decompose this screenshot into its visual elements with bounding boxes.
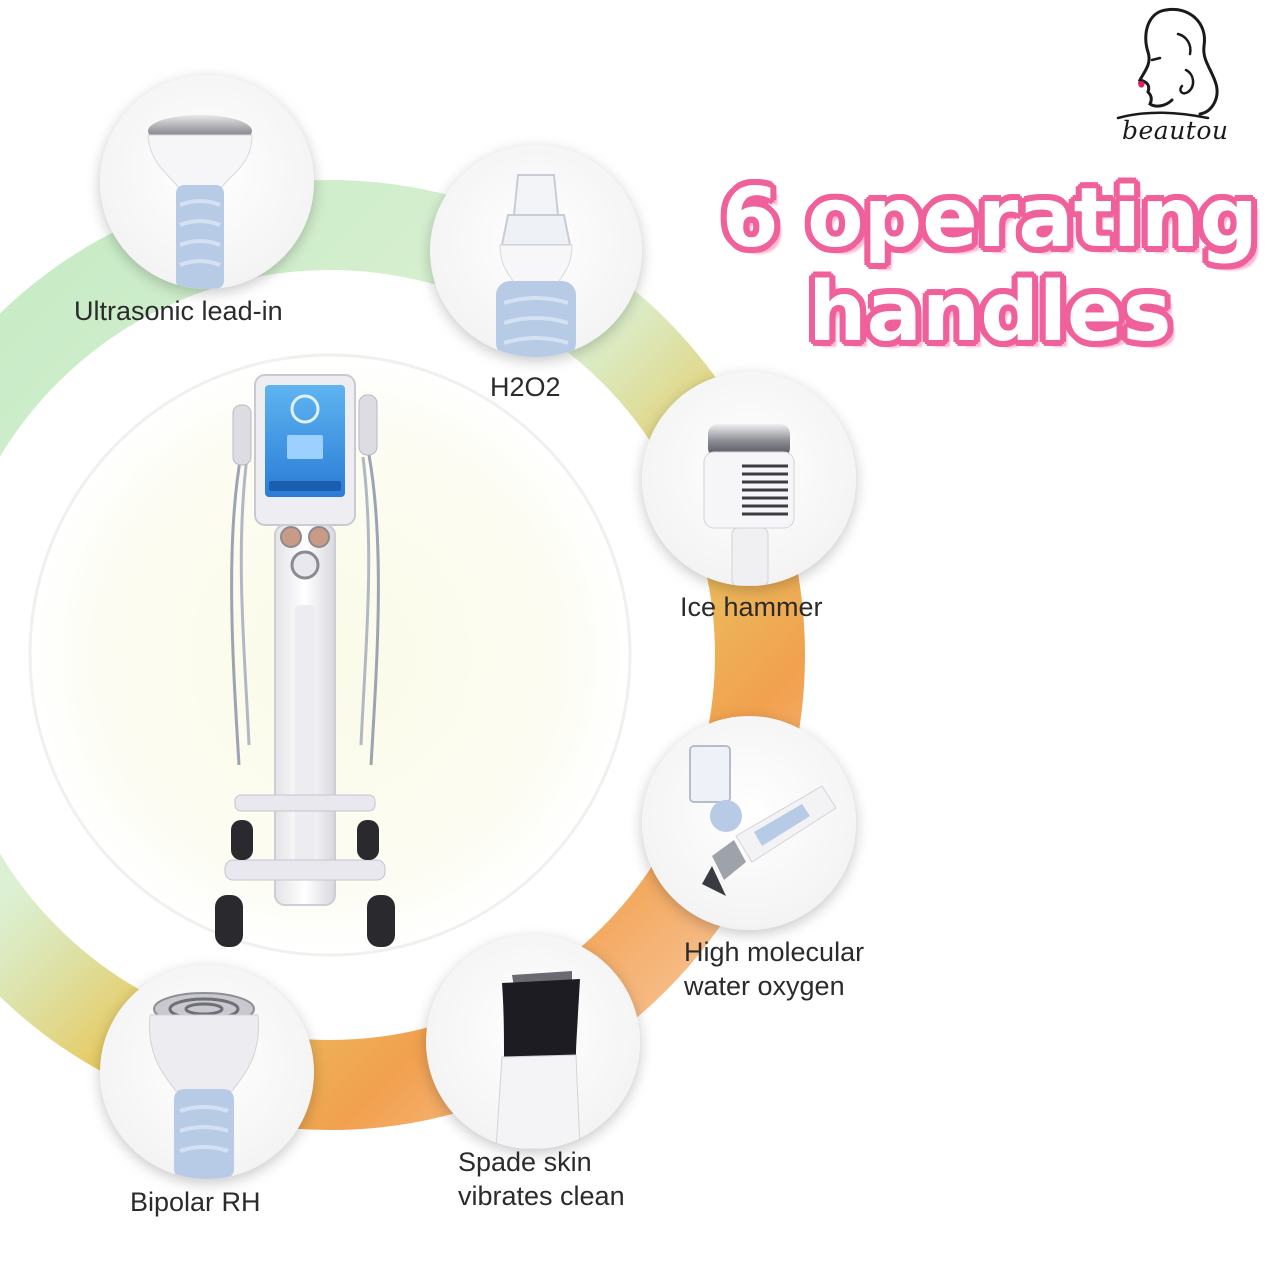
handle-label-water-oxygen-line-1: High molecular: [684, 937, 865, 967]
ice-hammer-handle-icon: [703, 424, 795, 586]
handle-badge-ice-hammer: [642, 372, 856, 586]
handle-label-water-oxygen: High molecular water oxygen: [684, 935, 864, 1003]
handle-label-ultrasonic: Ultrasonic lead-in: [74, 296, 283, 326]
handle-label-bipolar: Bipolar RH: [130, 1187, 261, 1217]
handle-label-water-oxygen-line-2: water oxygen: [684, 971, 845, 1001]
water-oxygen-handle-icon: [689, 745, 837, 896]
h2o2-handle-icon: [496, 174, 576, 357]
ring-band: [0, 180, 805, 1130]
beauty-machine-icon: [215, 374, 395, 947]
handle-badge-ultrasonic: [100, 75, 314, 289]
handle-badge-h2o2: [430, 145, 642, 357]
handle-label-spade-skin-line-1: Spade skin: [458, 1147, 592, 1177]
handle-label-ice-hammer: Ice hammer: [680, 592, 823, 622]
ultrasonic-handle-icon: [147, 115, 253, 289]
spade-skin-handle-icon: [495, 971, 581, 1149]
handle-badge-spade-skin: [426, 935, 640, 1149]
woman-profile-logo-icon: [1116, 7, 1219, 120]
brand-name: beautou: [1122, 116, 1229, 145]
handle-label-h2o2: H2O2: [490, 372, 561, 402]
handle-label-spade-skin-line-2: vibrates clean: [458, 1181, 625, 1211]
headline-line-2: handles: [808, 265, 1172, 360]
handle-badge-water-oxygen: [642, 716, 856, 930]
headline-title: 6 operating handles: [722, 172, 1258, 360]
handle-label-spade-skin: Spade skin vibrates clean: [458, 1145, 625, 1213]
headline-line-1: 6 operating: [721, 171, 1258, 266]
bipolar-rf-handle-icon: [148, 992, 260, 1179]
handle-badge-bipolar: [100, 965, 314, 1179]
